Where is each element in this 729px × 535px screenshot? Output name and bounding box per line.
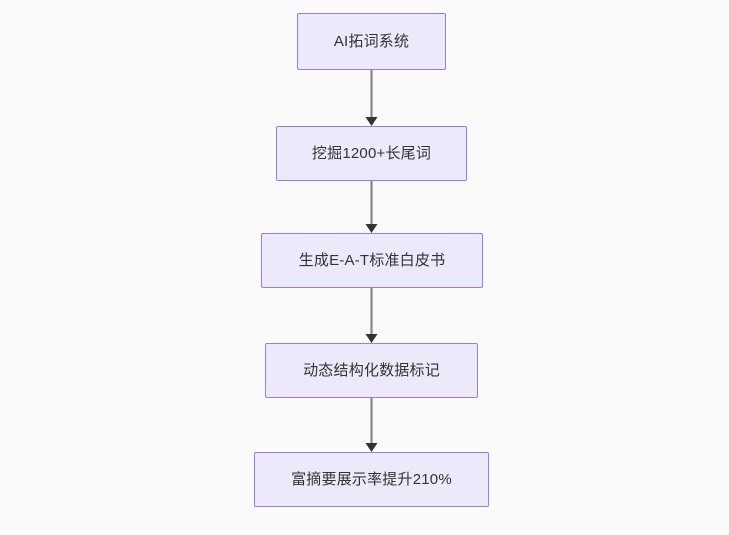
edge-node-4-to-node-5 — [365, 398, 378, 452]
edge-node-2-to-node-3 — [365, 181, 378, 233]
node-label: 生成E-A-T标准白皮书 — [298, 251, 446, 269]
edge-node-3-to-node-4 — [365, 288, 378, 343]
flowchart-node-generate-eat-whitepaper[interactable]: 生成E-A-T标准白皮书 — [261, 233, 483, 288]
flowchart-node-ai-keyword-system[interactable]: AI拓词系统 — [297, 13, 446, 70]
node-label: 挖掘1200+长尾词 — [311, 144, 432, 162]
node-label: 动态结构化数据标记 — [303, 361, 440, 379]
arrowhead-icon — [365, 117, 378, 126]
arrowhead-icon — [365, 334, 378, 343]
arrowhead-icon — [365, 224, 378, 233]
arrowhead-icon — [365, 443, 378, 452]
node-label: 富摘要展示率提升210% — [291, 470, 452, 488]
node-label: AI拓词系统 — [333, 32, 410, 50]
flowchart-node-dynamic-structured-data-markup[interactable]: 动态结构化数据标记 — [265, 343, 478, 398]
flowchart-node-mine-longtail-keywords[interactable]: 挖掘1200+长尾词 — [276, 126, 467, 181]
flowchart-node-rich-snippet-rate-increase[interactable]: 富摘要展示率提升210% — [254, 452, 489, 507]
edge-node-1-to-node-2 — [365, 70, 378, 126]
